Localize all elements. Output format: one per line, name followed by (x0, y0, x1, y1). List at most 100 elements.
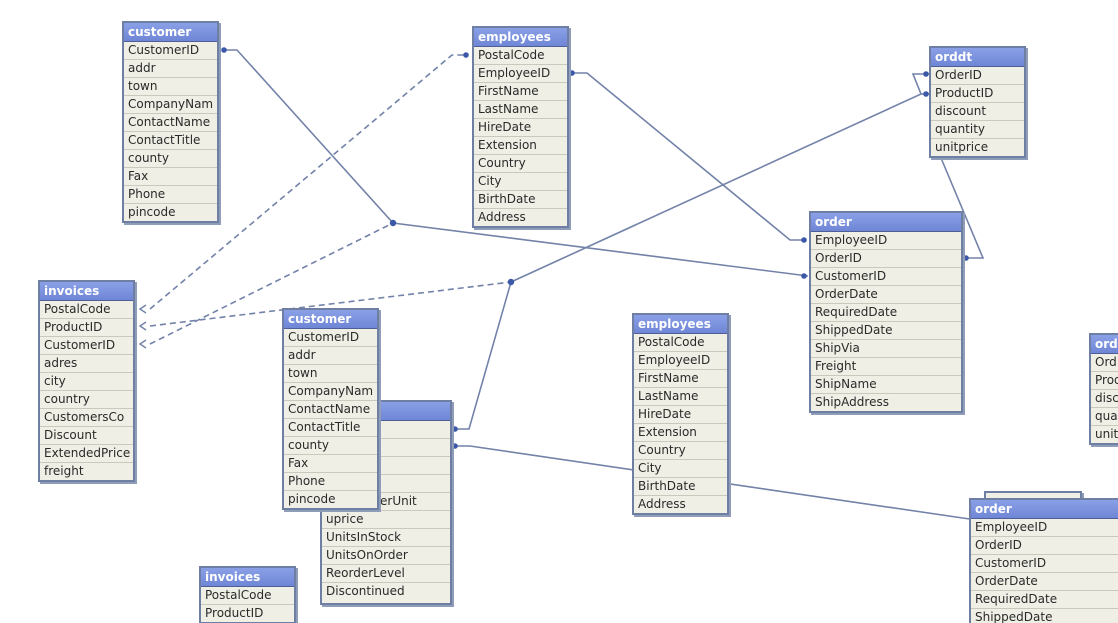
table-field[interactable]: Prod (1091, 372, 1118, 390)
table-field[interactable]: ShipAddress (815, 395, 889, 409)
table-header[interactable]: order (811, 213, 961, 232)
table-field[interactable]: ProductID (205, 606, 264, 620)
table-field[interactable]: ProductID (931, 85, 1024, 103)
table-invoices[interactable]: invoices PostalCode ProductID CustomerID… (38, 280, 135, 482)
table-field[interactable]: CustomerID (284, 329, 377, 347)
table-field[interactable]: Fax (284, 455, 377, 473)
table-field[interactable]: CustomerID (124, 42, 217, 60)
table-field[interactable]: qua (1091, 408, 1118, 426)
table-field[interactable]: county (284, 437, 377, 455)
table-field[interactable]: BirthDate (474, 191, 567, 209)
table-field[interactable]: OrderID (931, 67, 1024, 85)
table-field[interactable]: ContactTitle (284, 419, 377, 437)
table-field[interactable]: PostalCode (474, 47, 567, 65)
table-field[interactable]: Phone (284, 473, 377, 491)
table-customer[interactable]: customer CustomerID addr town CompanyNam… (122, 21, 219, 223)
table-field[interactable]: OrderID (971, 537, 1118, 555)
table-header[interactable]: customer (284, 310, 377, 329)
table-field[interactable]: ShipVia (811, 340, 961, 358)
table-field[interactable]: discount (931, 103, 1024, 121)
table-header[interactable]: employees (474, 28, 567, 47)
table-field[interactable]: EmployeeID (634, 352, 727, 370)
table-field[interactable]: RequiredDate (971, 591, 1118, 609)
table-field[interactable]: adres (40, 355, 133, 373)
table-field[interactable]: LastName (474, 101, 567, 119)
table-header[interactable]: ord (1091, 335, 1118, 354)
table-header[interactable]: invoices (40, 282, 133, 301)
table-field[interactable]: freight (44, 464, 84, 478)
table-field[interactable]: ProductID (40, 319, 133, 337)
table-field[interactable]: ExtendedPrice (40, 445, 133, 463)
table-field[interactable]: CustomerID (811, 268, 961, 286)
table-customer[interactable]: customer CustomerID addr town CompanyNam… (282, 308, 379, 510)
table-field[interactable]: Address (478, 210, 526, 224)
table-field[interactable]: Extension (634, 424, 727, 442)
table-field[interactable]: unit (1095, 427, 1118, 441)
table-field[interactable]: town (124, 78, 217, 96)
table-field[interactable]: CustomerID (40, 337, 133, 355)
table-field[interactable]: FirstName (634, 370, 727, 388)
table-field[interactable]: RequiredDate (811, 304, 961, 322)
table-field[interactable]: uprice (322, 511, 450, 529)
table-field[interactable]: ContactName (284, 401, 377, 419)
table-field[interactable]: Country (634, 442, 727, 460)
table-field[interactable] (322, 457, 450, 475)
table-field[interactable]: county (124, 150, 217, 168)
table-header[interactable]: order (971, 500, 1118, 519)
table-orddt[interactable]: orddt OrderID ProductID discount quantit… (929, 46, 1026, 158)
table-field[interactable]: HireDate (634, 406, 727, 424)
table-header[interactable]: orddt (931, 48, 1024, 67)
table-order[interactable]: order EmployeeID OrderID CustomerID Orde… (969, 498, 1118, 623)
table-field[interactable]: PostalCode (201, 587, 294, 605)
table-field[interactable]: Freight (811, 358, 961, 376)
table-field[interactable]: unitprice (935, 140, 989, 154)
table-field[interactable]: ContactName (124, 114, 217, 132)
table-field[interactable]: Discontinued (326, 584, 405, 598)
table-field[interactable]: FirstName (474, 83, 567, 101)
table-field[interactable]: EmployeeID (971, 519, 1118, 537)
table-header[interactable]: employees (634, 315, 727, 334)
table-field[interactable]: OrderDate (971, 573, 1118, 591)
table-field[interactable]: Discount (40, 427, 133, 445)
table-field[interactable]: Address (638, 497, 686, 511)
table-field[interactable]: disc (1091, 390, 1118, 408)
table-field[interactable]: CustomersCo (40, 409, 133, 427)
table-field[interactable]: CustomerID (971, 555, 1118, 573)
table-field[interactable]: ShipName (811, 376, 961, 394)
table-field[interactable]: City (474, 173, 567, 191)
table-field[interactable]: EmployeeID (474, 65, 567, 83)
table-field[interactable]: HireDate (474, 119, 567, 137)
table-field[interactable]: OrderDate (811, 286, 961, 304)
table-field[interactable]: town (284, 365, 377, 383)
table-field[interactable]: CompanyNam (284, 383, 377, 401)
table-field[interactable]: Extension (474, 137, 567, 155)
table-field[interactable]: addr (284, 347, 377, 365)
table-field[interactable]: pincode (288, 492, 336, 506)
table-orddt-partial[interactable]: ord Ord Prod disc qua unit (1089, 333, 1118, 445)
table-employees[interactable]: employees PostalCode EmployeeID FirstNam… (472, 26, 569, 228)
table-field[interactable]: ReorderLevel (322, 565, 450, 583)
table-field[interactable]: LastName (634, 388, 727, 406)
table-field[interactable]: PostalCode (40, 301, 133, 319)
table-field[interactable]: ShippedDate (811, 322, 961, 340)
table-field[interactable]: Ord (1091, 354, 1118, 372)
table-invoices[interactable]: invoices PostalCode ProductID (199, 566, 296, 623)
table-order[interactable]: order EmployeeID OrderID CustomerID Orde… (809, 211, 963, 413)
table-field[interactable]: erUnit (322, 493, 450, 511)
table-header[interactable]: invoices (201, 568, 294, 587)
table-field[interactable]: EmployeeID (811, 232, 961, 250)
table-field[interactable]: ShippedDate (975, 610, 1053, 623)
table-field[interactable]: Country (474, 155, 567, 173)
table-field[interactable]: BirthDate (634, 478, 727, 496)
table-field[interactable]: City (634, 460, 727, 478)
table-field[interactable]: Phone (124, 186, 217, 204)
table-field[interactable]: PostalCode (634, 334, 727, 352)
table-field[interactable]: UnitsInStock (322, 529, 450, 547)
table-field[interactable]: Fax (124, 168, 217, 186)
table-field[interactable]: city (40, 373, 133, 391)
table-employees[interactable]: employees PostalCode EmployeeID FirstNam… (632, 313, 729, 515)
table-field[interactable]: quantity (931, 121, 1024, 139)
table-field[interactable]: pincode (128, 205, 176, 219)
table-field[interactable]: ContactTitle (124, 132, 217, 150)
